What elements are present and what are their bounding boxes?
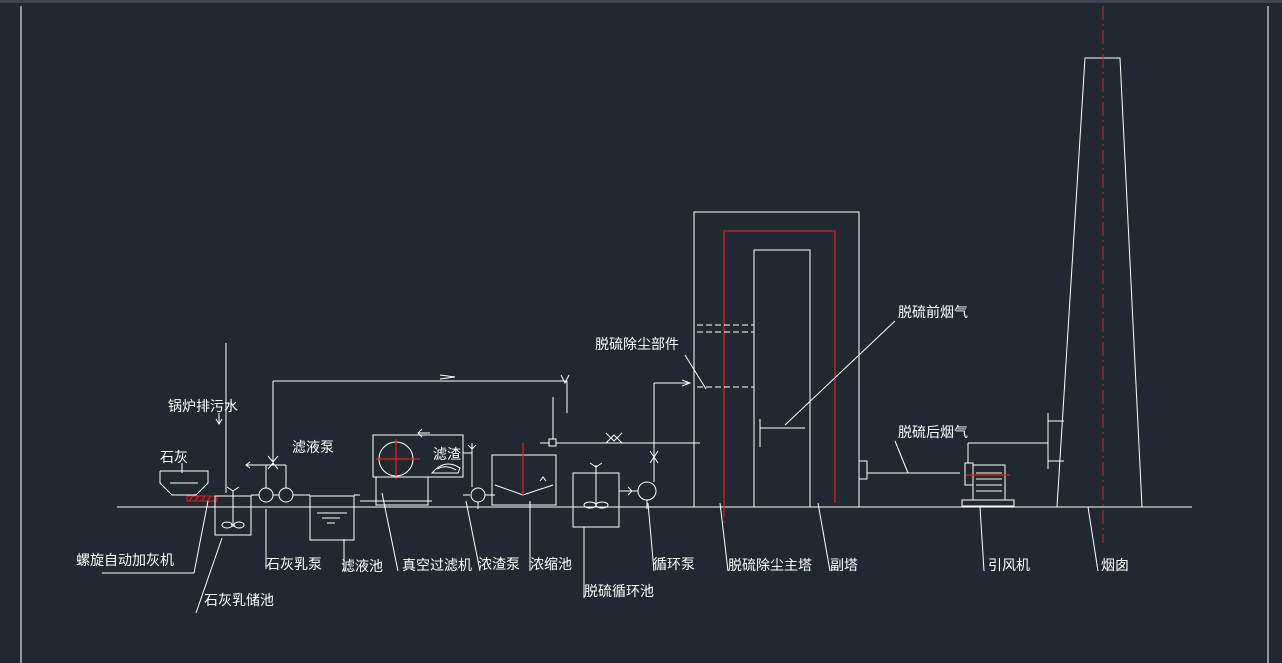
label-lime-milk-tank: 石灰乳储池 — [204, 593, 274, 609]
pump-group-left — [245, 381, 310, 523]
label-flue-gas-after: 脱硫后烟气 — [898, 425, 968, 441]
screw-feeder-shape — [159, 463, 218, 502]
label-vacuum-filter: 真空过滤机 — [402, 558, 472, 574]
label-circulation-tank: 脱硫循环池 — [584, 584, 654, 600]
label-circulation-pump: 循环泵 — [653, 557, 695, 573]
label-chimney: 烟囱 — [1101, 558, 1129, 574]
circulation-pump-shape — [619, 379, 692, 509]
thickener-shape — [463, 443, 557, 509]
label-desulfurization-component: 脱硫除尘部件 — [595, 337, 679, 353]
induced-fan-shape — [961, 413, 1064, 507]
label-induced-fan: 引风机 — [988, 558, 1030, 574]
boiler-wastewater-line — [215, 343, 227, 493]
label-boiler-wastewater: 锅炉排污水 — [168, 399, 238, 415]
main-tower-shape — [693, 211, 960, 523]
chimney-shape — [1056, 6, 1143, 543]
label-flue-gas-before: 脱硫前烟气 — [898, 304, 968, 321]
label-aux-tower: 副塔 — [830, 558, 858, 574]
process-flow-diagram: 锅炉排污水 石灰 滤液泵 滤渣 脱硫除尘部件 脱硫前烟气 脱硫后烟气 螺旋自动加… — [20, 6, 1269, 663]
lime-milk-tank-shape — [214, 486, 252, 536]
label-filtrate-tank: 滤液池 — [341, 559, 383, 575]
label-filtrate-pump: 滤液泵 — [292, 440, 334, 456]
label-screw-feeder: 螺旋自动加灰机 — [76, 553, 174, 569]
label-lime: 石灰 — [160, 450, 188, 466]
circulation-tank-shape — [540, 397, 700, 528]
label-thickener: 浓缩池 — [530, 557, 572, 573]
filtrate-tank-shape — [309, 494, 360, 541]
vacuum-filter-shape — [360, 428, 477, 506]
top-return-line — [273, 374, 570, 413]
label-filter-residue: 滤渣 — [433, 447, 461, 463]
leader-lines — [102, 320, 1099, 614]
label-slurry-pump: 浓渣泵 — [478, 557, 520, 573]
label-main-tower: 脱硫除尘主塔 — [728, 558, 812, 574]
label-lime-milk-pump: 石灰乳泵 — [266, 557, 322, 573]
